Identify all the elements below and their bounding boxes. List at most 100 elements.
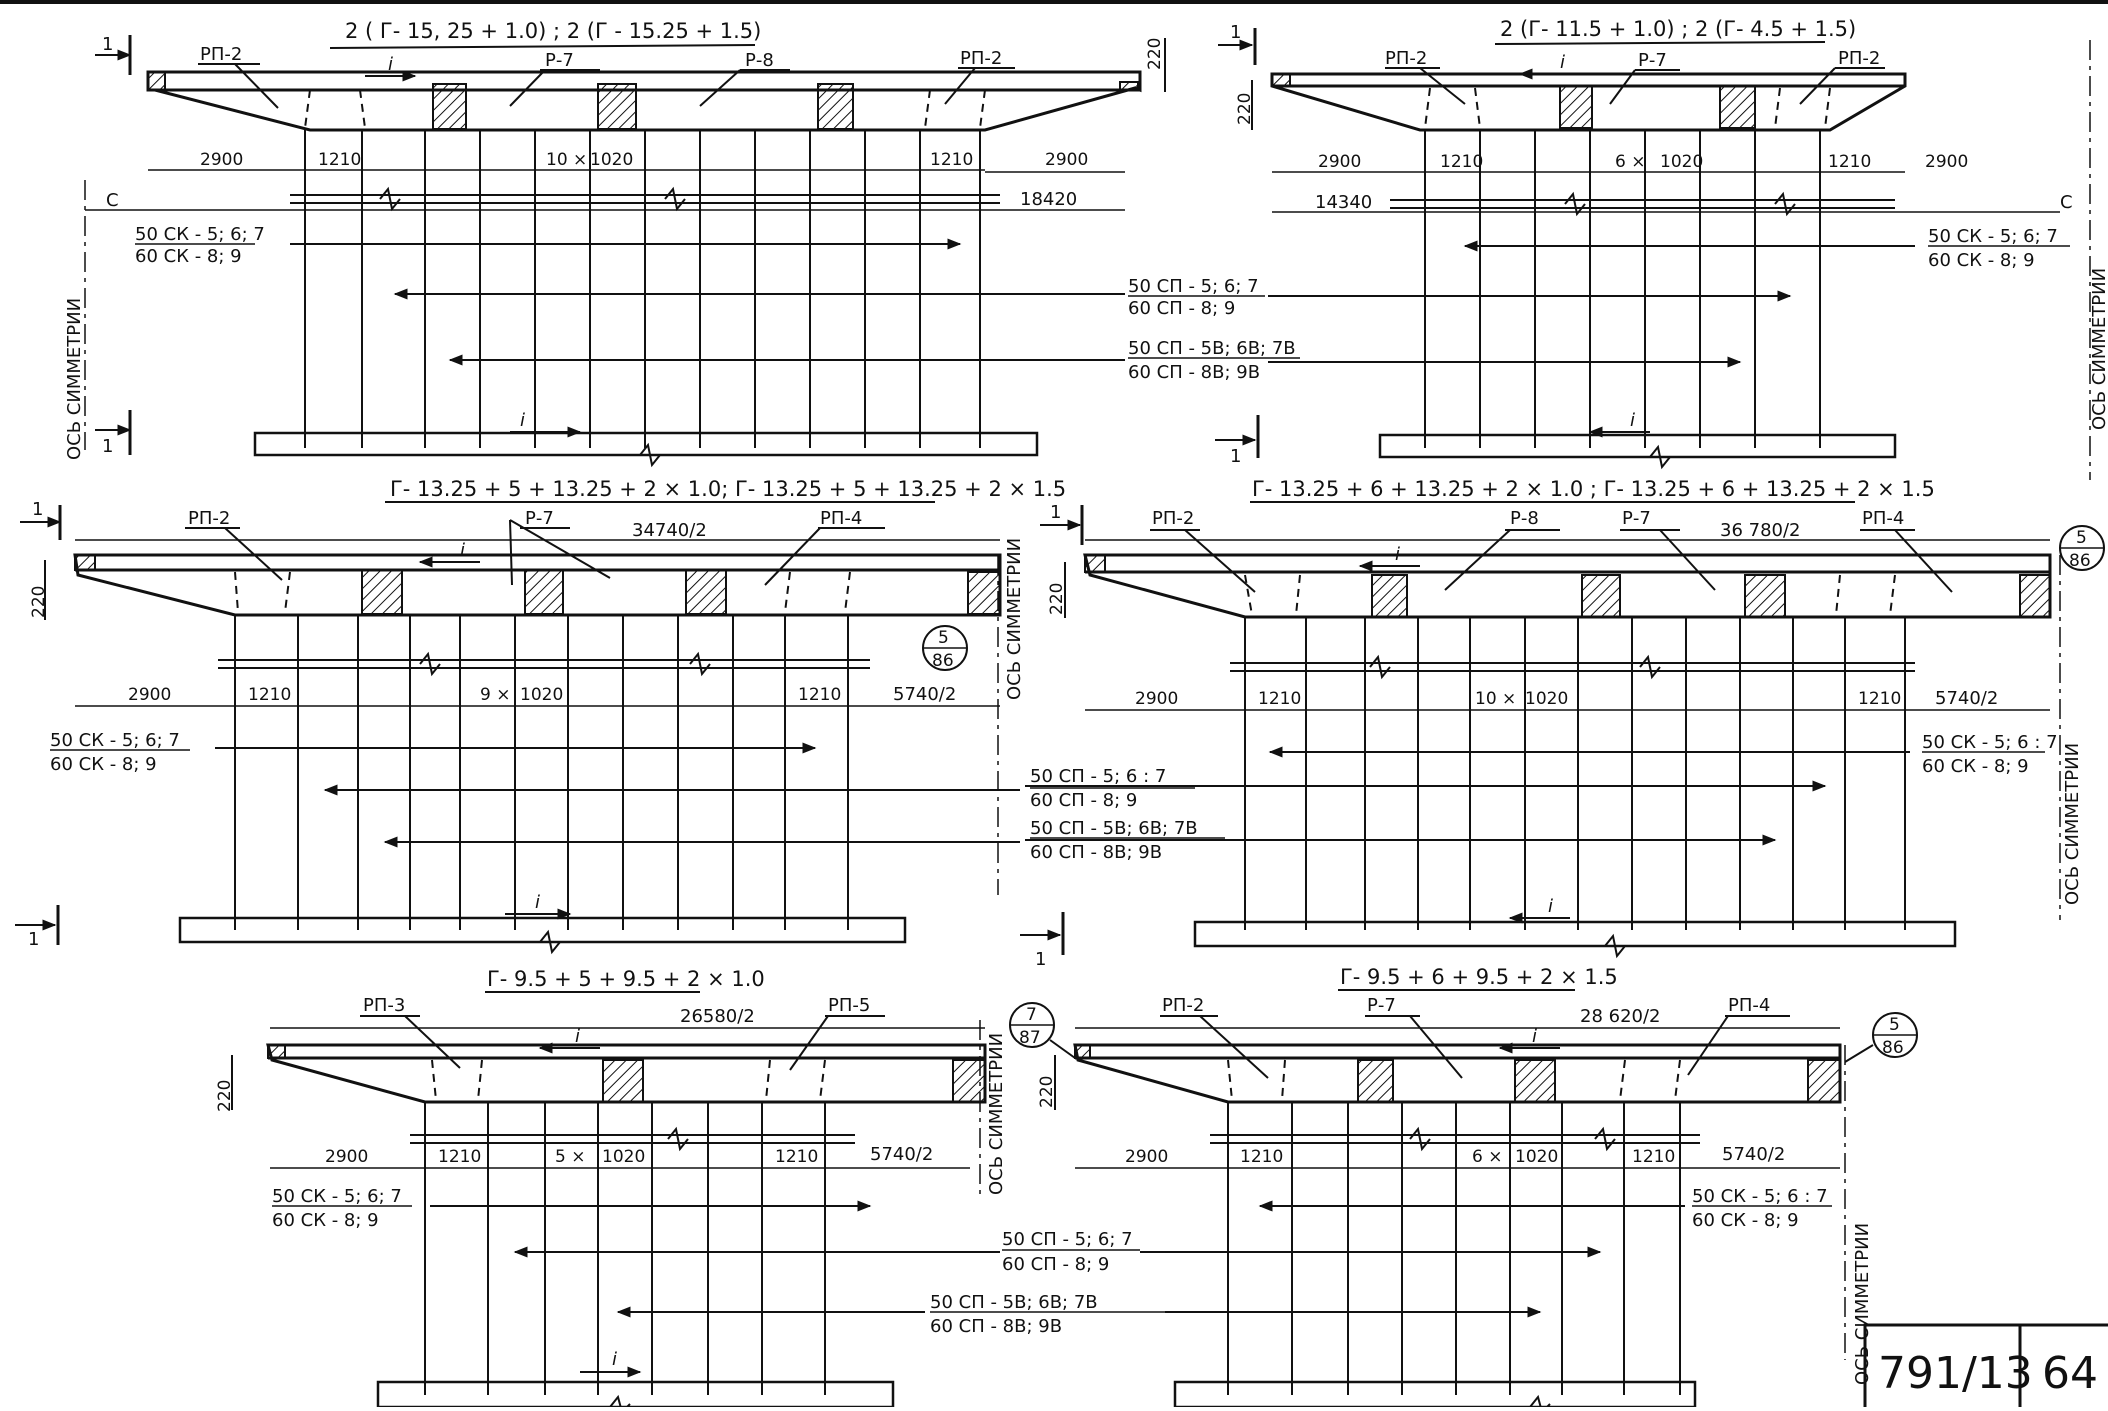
dim-value: 1210 bbox=[775, 1147, 818, 1167]
c-label: С bbox=[106, 190, 119, 211]
height-dim: 220 bbox=[1047, 583, 1067, 615]
total-length: 36 780/2 bbox=[1720, 520, 1801, 541]
symmetry-axis-label: ОСЬ СИММЕТРИИ bbox=[2062, 743, 2083, 905]
rebar-ck: 60 СК - 8; 9 bbox=[1692, 1210, 1799, 1231]
svg-text:7: 7 bbox=[1026, 1005, 1037, 1025]
beam-label: РП-2 bbox=[188, 508, 230, 529]
beam-label: Р-7 bbox=[545, 50, 574, 71]
svg-text:86: 86 bbox=[1882, 1038, 1904, 1058]
dim-value: 5740/2 bbox=[870, 1144, 933, 1165]
height-dim: 220 bbox=[29, 586, 49, 618]
rebar-cp: 50 СП - 5; 6; 7 bbox=[1002, 1229, 1133, 1250]
diagram-2: 2 (Г- 11.5 + 1.0) ; 2 (Г- 4.5 + 1.5) РП-… bbox=[1215, 17, 2108, 480]
dim-value: 2900 bbox=[1925, 152, 1968, 172]
bottom-slab bbox=[178, 916, 907, 944]
dim-value: 2900 bbox=[325, 1147, 368, 1167]
curb-left bbox=[267, 1044, 286, 1059]
total-length: 34740/2 bbox=[632, 520, 707, 541]
rebar-cpb: 60 СП - 8В; 9В bbox=[930, 1316, 1062, 1337]
section-mark: 1 bbox=[1230, 446, 1241, 467]
joint-hatch bbox=[1807, 1059, 1841, 1103]
callout-7-87: 7 87 bbox=[1009, 1002, 1076, 1059]
diagram-title: Г- 9.5 + 6 + 9.5 + 2 × 1.5 bbox=[1340, 965, 1618, 989]
dim-value: 1210 bbox=[438, 1147, 481, 1167]
diagram-title: 2 (Г- 11.5 + 1.0) ; 2 (Г- 4.5 + 1.5) bbox=[1500, 17, 1856, 41]
dim-value: 2900 bbox=[128, 685, 171, 705]
rebar-cpb: 50 СП - 5В; 6В; 7В bbox=[930, 1292, 1098, 1313]
beam-label: Р-8 bbox=[745, 50, 774, 71]
svg-text:87: 87 bbox=[1019, 1028, 1041, 1048]
diagram-title: Г- 13.25 + 6 + 13.25 + 2 × 1.0 ; Г- 13.2… bbox=[1252, 477, 1935, 501]
bottom-slab bbox=[1378, 433, 1897, 459]
dim-value: 1020 bbox=[520, 685, 563, 705]
beam-label: Р-7 bbox=[1622, 508, 1651, 529]
beam-joint-line bbox=[304, 89, 311, 129]
dim-value: 1210 bbox=[1632, 1147, 1675, 1167]
slope-mark: i bbox=[1548, 896, 1553, 917]
joint-hatch bbox=[1719, 85, 1756, 129]
joint-hatch bbox=[1559, 85, 1593, 129]
callout-5-86: 5 86 bbox=[2059, 525, 2105, 571]
diagram-title: Г- 13.25 + 5 + 13.25 + 2 × 1.0; Г- 13.25… bbox=[390, 477, 1066, 501]
joint-hatch bbox=[817, 83, 854, 130]
joint-hatch bbox=[1744, 574, 1786, 618]
rebar-cp: 60 СП - 8; 9 bbox=[1128, 298, 1235, 319]
diagram-title: Г- 9.5 + 5 + 9.5 + 2 × 1.0 bbox=[487, 967, 765, 991]
section-mark: 1 bbox=[1050, 502, 1061, 523]
curb-left bbox=[74, 554, 96, 571]
rebar-ck: 50 СК - 5; 6 : 7 bbox=[1922, 732, 2058, 753]
slope-mark: i bbox=[1630, 410, 1635, 431]
dim-value: 5740/2 bbox=[1722, 1144, 1785, 1165]
joint-hatch bbox=[1514, 1059, 1556, 1103]
dim-value: 6 × bbox=[1615, 152, 1645, 172]
dim-value: 1210 bbox=[1240, 1147, 1283, 1167]
symmetry-axis-label: ОСЬ СИММЕТРИИ bbox=[2089, 268, 2108, 430]
dim-value: 1210 bbox=[798, 685, 841, 705]
section-mark: 1 bbox=[102, 34, 113, 55]
slope-mark: i bbox=[575, 1026, 580, 1047]
dim-value: 1210 bbox=[318, 150, 361, 170]
symmetry-axis-label: ОСЬ СИММЕТРИИ bbox=[986, 1033, 1007, 1195]
dim-value: 1020 bbox=[1660, 152, 1703, 172]
rebar-ck: 50 СК - 5; 6; 7 bbox=[1928, 226, 2058, 247]
height-dim: 220 bbox=[1235, 93, 1255, 125]
bottom-slab bbox=[1193, 920, 1957, 948]
dim-value: 2900 bbox=[1045, 150, 1088, 170]
joint-hatch bbox=[1371, 574, 1408, 618]
rebar-cpb: 60 СП - 8В; 9В bbox=[1128, 362, 1260, 383]
dim-value: 1020 bbox=[1525, 689, 1568, 709]
dim-value: 9 × bbox=[480, 685, 510, 705]
dim-value: 1020 bbox=[1515, 1147, 1558, 1167]
c-label: С bbox=[2060, 192, 2073, 213]
drawing-code: 791/13 bbox=[1878, 1348, 2033, 1399]
slope-mark: i bbox=[1395, 544, 1400, 565]
slope-mark: i bbox=[535, 892, 540, 913]
curb-left bbox=[1084, 554, 1106, 573]
symmetry-axis-label: ОСЬ СИММЕТРИИ bbox=[1852, 1223, 1873, 1385]
section-mark: 1 bbox=[28, 929, 39, 950]
beam-label: Р-7 bbox=[1367, 995, 1396, 1016]
dim-value: 1210 bbox=[1440, 152, 1483, 172]
dim-value: 10 × bbox=[1475, 689, 1516, 709]
deck-slab bbox=[146, 70, 1142, 132]
beam-label: РП-2 bbox=[1838, 48, 1880, 69]
slope-mark: i bbox=[612, 1349, 617, 1370]
total-length: 14340 bbox=[1315, 192, 1372, 213]
symmetry-axis-label: ОСЬ СИММЕТРИИ bbox=[64, 298, 85, 460]
joint-hatch bbox=[597, 83, 637, 130]
dim-value: 1210 bbox=[930, 150, 973, 170]
rebar-ck: 50 СК - 5; 6 : 7 bbox=[1692, 1186, 1828, 1207]
joint-hatch bbox=[2019, 574, 2051, 618]
svg-text:86: 86 bbox=[932, 651, 954, 671]
curb-right bbox=[1119, 81, 1139, 91]
rebar-ck: 60 СК - 8; 9 bbox=[50, 754, 157, 775]
beam-joint-line bbox=[924, 89, 931, 129]
rebar-cpb: 50 СП - 5В; 6В; 7В bbox=[1128, 338, 1296, 359]
diagram-5: Г- 9.5 + 5 + 9.5 + 2 × 1.0 26580/2 РП-3 … bbox=[215, 967, 1165, 1411]
rebar-cp: 60 СП - 8; 9 bbox=[1030, 790, 1137, 811]
curb-left bbox=[147, 71, 166, 91]
dim-value: 10 × bbox=[546, 150, 587, 170]
bottom-slab bbox=[376, 1380, 895, 1409]
slope-mark: i bbox=[1532, 1026, 1537, 1047]
section-mark: 1 bbox=[1035, 949, 1046, 970]
